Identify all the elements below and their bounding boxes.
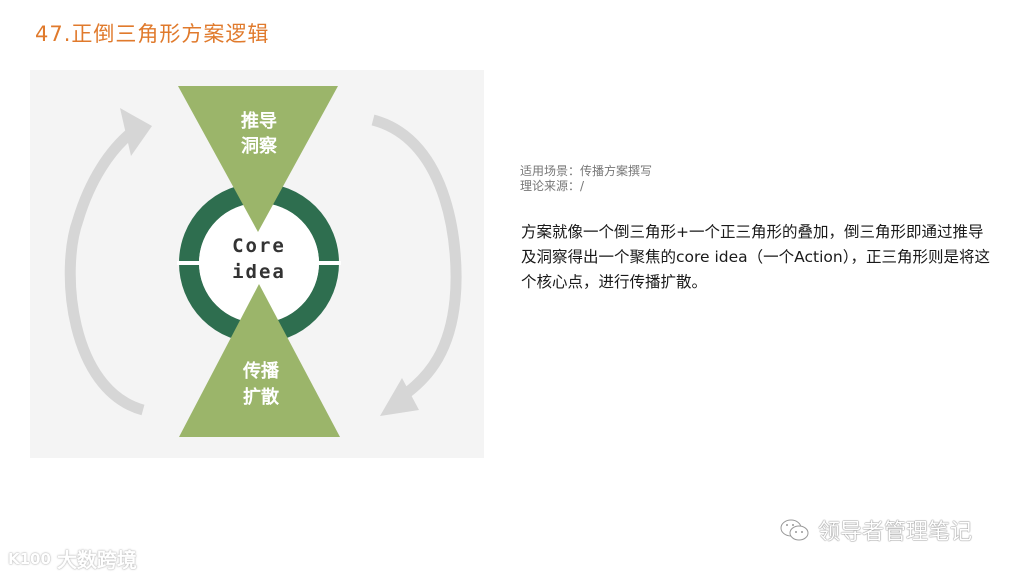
cycle-arrow-down-icon xyxy=(371,114,462,416)
cycle-arrow-up-icon xyxy=(64,108,152,416)
core-label-2: idea xyxy=(232,261,286,283)
wechat-icon xyxy=(780,519,809,541)
top-triangle-label-2: 洞察 xyxy=(241,135,278,157)
k100-logo-icon: K100 xyxy=(8,549,51,568)
watermark-right: 领导者管理笔记 xyxy=(780,514,972,546)
inverted-triangle xyxy=(178,86,338,232)
watermark-right-text: 领导者管理笔记 xyxy=(818,520,973,545)
top-triangle-label-1: 推导 xyxy=(241,110,277,132)
watermark-left: K100 大数跨境 xyxy=(8,544,137,573)
bottom-triangle-label-1: 传播 xyxy=(242,360,280,382)
meta-info: 适用场景：传播方案撰写 理论来源：/ xyxy=(520,164,652,194)
source-text: 理论来源：/ xyxy=(520,179,585,193)
description: 方案就像一个倒三角形+一个正三角形的叠加，倒三角形即通过推导及洞察得出一个聚焦的… xyxy=(521,223,990,291)
bottom-triangle-label-2: 扩散 xyxy=(243,386,280,408)
scene-text: 适用场景：传播方案撰写 xyxy=(520,164,653,178)
page-title: 47.正倒三角形方案逻辑 xyxy=(35,22,270,46)
diagram-panel: 推导 洞察 Core idea 传播 扩散 xyxy=(30,70,484,458)
watermark-left-text: 大数跨境 xyxy=(56,548,137,572)
upright-triangle xyxy=(179,284,340,437)
core-label-1: Core xyxy=(232,235,286,257)
triangle-logic-diagram: 推导 洞察 Core idea 传播 扩散 xyxy=(64,86,462,437)
